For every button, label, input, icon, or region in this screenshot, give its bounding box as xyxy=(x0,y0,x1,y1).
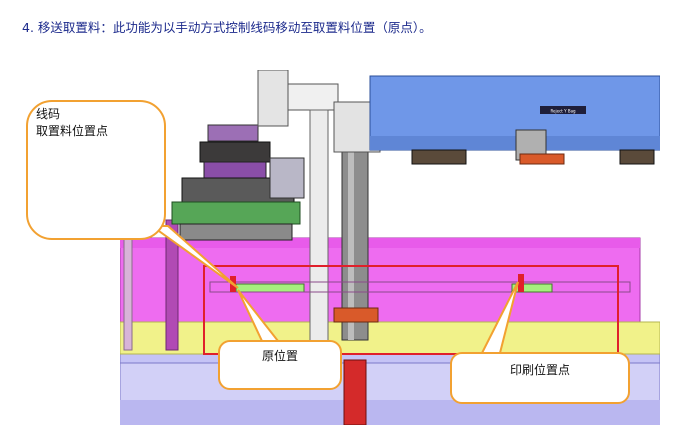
print-marker xyxy=(518,274,524,292)
green-slide-right xyxy=(511,283,553,293)
magenta-block-shade xyxy=(120,238,640,248)
cylinder-highlight xyxy=(348,150,354,340)
callout-line-1: 线码 xyxy=(36,107,61,121)
head-block xyxy=(269,157,305,199)
callout-line-2: 取置料位置点 xyxy=(36,124,109,138)
head-base xyxy=(179,223,293,241)
base-plate-band xyxy=(120,400,660,425)
head-top xyxy=(207,124,259,142)
panel-label: Reject Y Bag xyxy=(550,109,576,114)
orange-coupling xyxy=(333,307,379,323)
blue-panel-shadow xyxy=(370,136,660,150)
travel-frame xyxy=(203,265,619,355)
origin-position-callout: 线码 取置料位置点 xyxy=(26,100,166,240)
section-heading: 4. 移送取置料：此功能为以手动方式控制线码移动至取置料位置（原点）。 xyxy=(22,20,432,35)
magenta-block xyxy=(120,237,641,333)
slide-track xyxy=(209,281,631,293)
upper-bracket-2 xyxy=(287,83,339,111)
hanger-1 xyxy=(411,149,467,165)
upper-bracket xyxy=(257,70,289,127)
hanger-3 xyxy=(619,149,655,165)
home-position-callout: 原位置 xyxy=(218,340,342,390)
red-shaft xyxy=(343,359,367,425)
print-position-callout: 印刷位置点 xyxy=(450,352,630,404)
panel-label-box xyxy=(540,106,586,114)
hanger-red xyxy=(519,153,565,165)
